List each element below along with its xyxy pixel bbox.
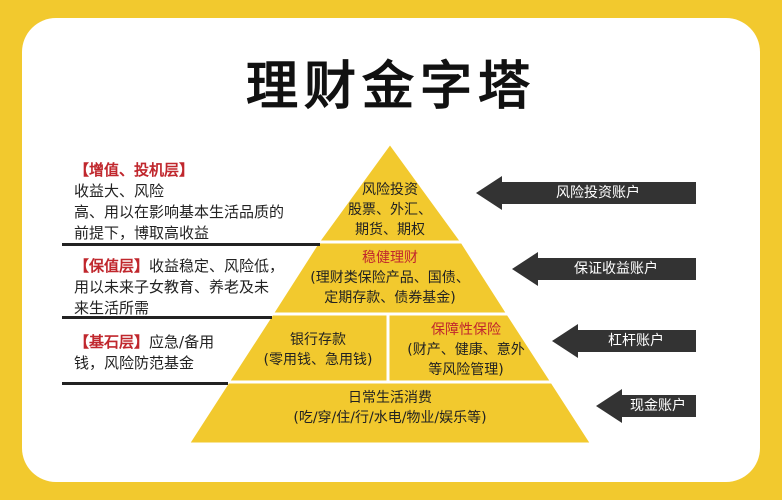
lower-right-tier-text: 保障性保险 (财产、健康、意外 等风险管理)	[392, 320, 540, 380]
level-increment-tag: 【增值、投机层】	[74, 161, 195, 179]
level-foundation-line1: 应急/备用	[149, 333, 215, 351]
level-increment-line3: 前提下，博取高收益	[74, 224, 210, 242]
base-line1: 日常生活消费	[348, 390, 432, 406]
divider-line	[62, 316, 272, 319]
arrow-left-icon	[476, 176, 502, 210]
lower-right-line2: 等风险管理)	[428, 362, 504, 378]
base-line2: (吃/穿/住/行/水电/物业/娱乐等)	[293, 410, 487, 426]
arrow-left-icon	[596, 389, 622, 423]
middle-tier-text: 稳健理财 (理财类保险产品、国债、 定期存款、债券基金)	[290, 248, 490, 308]
lower-left-line2: (零用钱、急用钱)	[263, 352, 373, 368]
level-increment-desc: 【增值、投机层】 收益大、风险 高、用以在影响基本生活品质的 前提下，博取高收益	[74, 160, 284, 244]
page-title: 理财金字塔	[245, 57, 536, 117]
middle-tier-title: 稳健理财	[362, 250, 418, 266]
level-preserve-line2: 用以未来子女教育、养老及未	[74, 278, 270, 296]
lower-right-title: 保障性保险	[431, 322, 501, 338]
top-tier-line2: 股票、外汇、	[348, 202, 432, 218]
lower-left-tier-text: 银行存款 (零用钱、急用钱)	[250, 330, 386, 370]
level-increment-line1: 收益大、风险	[74, 182, 165, 200]
level-increment-line2: 高、用以在影响基本生活品质的	[74, 203, 285, 221]
middle-tier-line1: (理财类保险产品、国债、	[310, 270, 470, 286]
arrow-left-icon	[552, 324, 578, 358]
level-preserve-tag: 【保值层】	[74, 257, 150, 275]
arrow-guaranteed-return-account: 保证收益账户	[512, 252, 696, 286]
lower-right-line1: (财产、健康、意外	[407, 342, 525, 358]
divider-line	[62, 382, 228, 385]
level-foundation-line2: 钱，风险防范基金	[74, 354, 195, 372]
top-tier-line3: 期货、期权	[355, 222, 425, 238]
divider-line	[62, 243, 320, 246]
pyramid-base-tier	[185, 380, 595, 446]
middle-tier-line2: 定期存款、债券基金)	[324, 290, 456, 306]
arrow-risk-investment-account: 风险投资账户	[476, 176, 696, 210]
arrow-label: 现金账户	[620, 395, 696, 417]
top-tier-line1: 风险投资	[362, 182, 418, 198]
lower-left-line1: 银行存款	[290, 332, 346, 348]
level-preserve-line3: 来生活所需	[74, 299, 150, 317]
level-foundation-tag: 【基石层】	[74, 333, 150, 351]
arrow-label: 保证收益账户	[536, 258, 696, 280]
base-tier-text: 日常生活消费 (吃/穿/住/行/水电/物业/娱乐等)	[250, 388, 530, 428]
level-preserve-line1: 收益稳定、风险低，	[149, 257, 285, 275]
arrow-left-icon	[512, 252, 538, 286]
arrow-label: 风险投资账户	[500, 182, 696, 204]
level-foundation-desc: 【基石层】应急/备用 钱，风险防范基金	[74, 332, 214, 374]
arrow-leverage-account: 杠杆账户	[552, 324, 696, 358]
arrow-cash-account: 现金账户	[596, 389, 696, 423]
arrow-label: 杠杆账户	[576, 330, 696, 352]
watermark: 知乎 @明小保	[612, 460, 714, 479]
level-preserve-desc: 【保值层】收益稳定、风险低， 用以未来子女教育、养老及未 来生活所需	[74, 256, 284, 319]
top-tier-text: 风险投资 股票、外汇、 期货、期权	[330, 180, 450, 240]
